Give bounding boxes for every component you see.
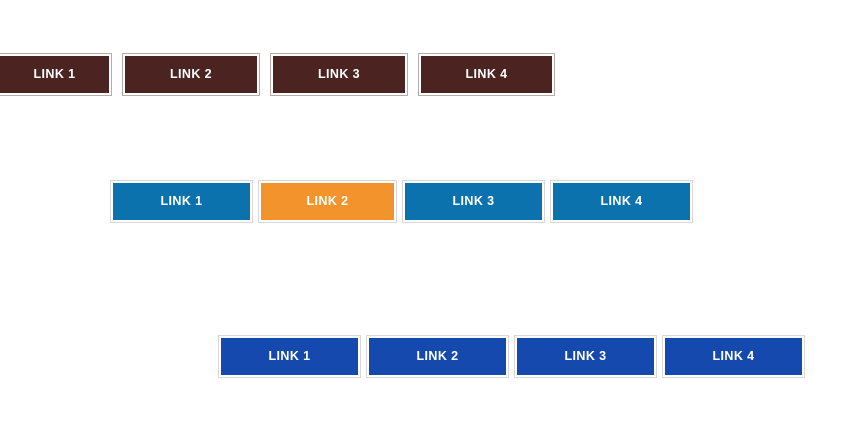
button-fill: LINK 4 xyxy=(553,183,690,220)
link-button-label: LINK 1 xyxy=(33,67,76,82)
link-button-label: LINK 1 xyxy=(268,349,311,364)
link-button-label: LINK 4 xyxy=(600,194,643,209)
button-fill: LINK 4 xyxy=(665,338,802,375)
button-fill: LINK 3 xyxy=(405,183,542,220)
button-fill: LINK 2 xyxy=(369,338,506,375)
button-fill: LINK 3 xyxy=(273,56,405,93)
button-fill: LINK 1 xyxy=(113,183,250,220)
link-button-label: LINK 2 xyxy=(170,67,212,82)
button-fill: LINK 3 xyxy=(517,338,654,375)
link-button-label: LINK 2 xyxy=(416,349,459,364)
link-button-2[interactable]: LINK 2 xyxy=(366,335,509,378)
link-button-1[interactable]: LINK 1 xyxy=(218,335,361,378)
link-button-2-active[interactable]: LINK 2 xyxy=(258,180,397,223)
link-button-label: LINK 2 xyxy=(306,194,349,209)
link-button-label: LINK 1 xyxy=(160,194,203,209)
link-button-1[interactable]: LINK 1 xyxy=(0,53,112,96)
button-fill: LINK 2 xyxy=(261,183,394,220)
link-button-4[interactable]: LINK 4 xyxy=(662,335,805,378)
link-button-label: LINK 3 xyxy=(564,349,607,364)
dark-blue-link-row: LINK 1 LINK 2 LINK 3 LINK 4 xyxy=(218,335,805,378)
link-button-4[interactable]: LINK 4 xyxy=(550,180,693,223)
link-button-3[interactable]: LINK 3 xyxy=(514,335,657,378)
link-button-3[interactable]: LINK 3 xyxy=(270,53,408,96)
button-fill: LINK 2 xyxy=(125,56,257,93)
link-button-label: LINK 4 xyxy=(465,67,508,82)
button-fill: LINK 1 xyxy=(221,338,358,375)
blue-link-row: LINK 1 LINK 2 LINK 3 LINK 4 xyxy=(110,180,693,223)
link-button-label: LINK 3 xyxy=(318,67,360,82)
link-button-2[interactable]: LINK 2 xyxy=(122,53,260,96)
link-button-4[interactable]: LINK 4 xyxy=(418,53,555,96)
link-button-1[interactable]: LINK 1 xyxy=(110,180,253,223)
link-button-3[interactable]: LINK 3 xyxy=(402,180,545,223)
button-fill: LINK 1 xyxy=(0,56,109,93)
link-button-label: LINK 4 xyxy=(712,349,755,364)
link-button-label: LINK 3 xyxy=(452,194,495,209)
maroon-link-row: LINK 1 LINK 2 LINK 3 LINK 4 xyxy=(0,53,555,96)
button-fill: LINK 4 xyxy=(421,56,552,93)
